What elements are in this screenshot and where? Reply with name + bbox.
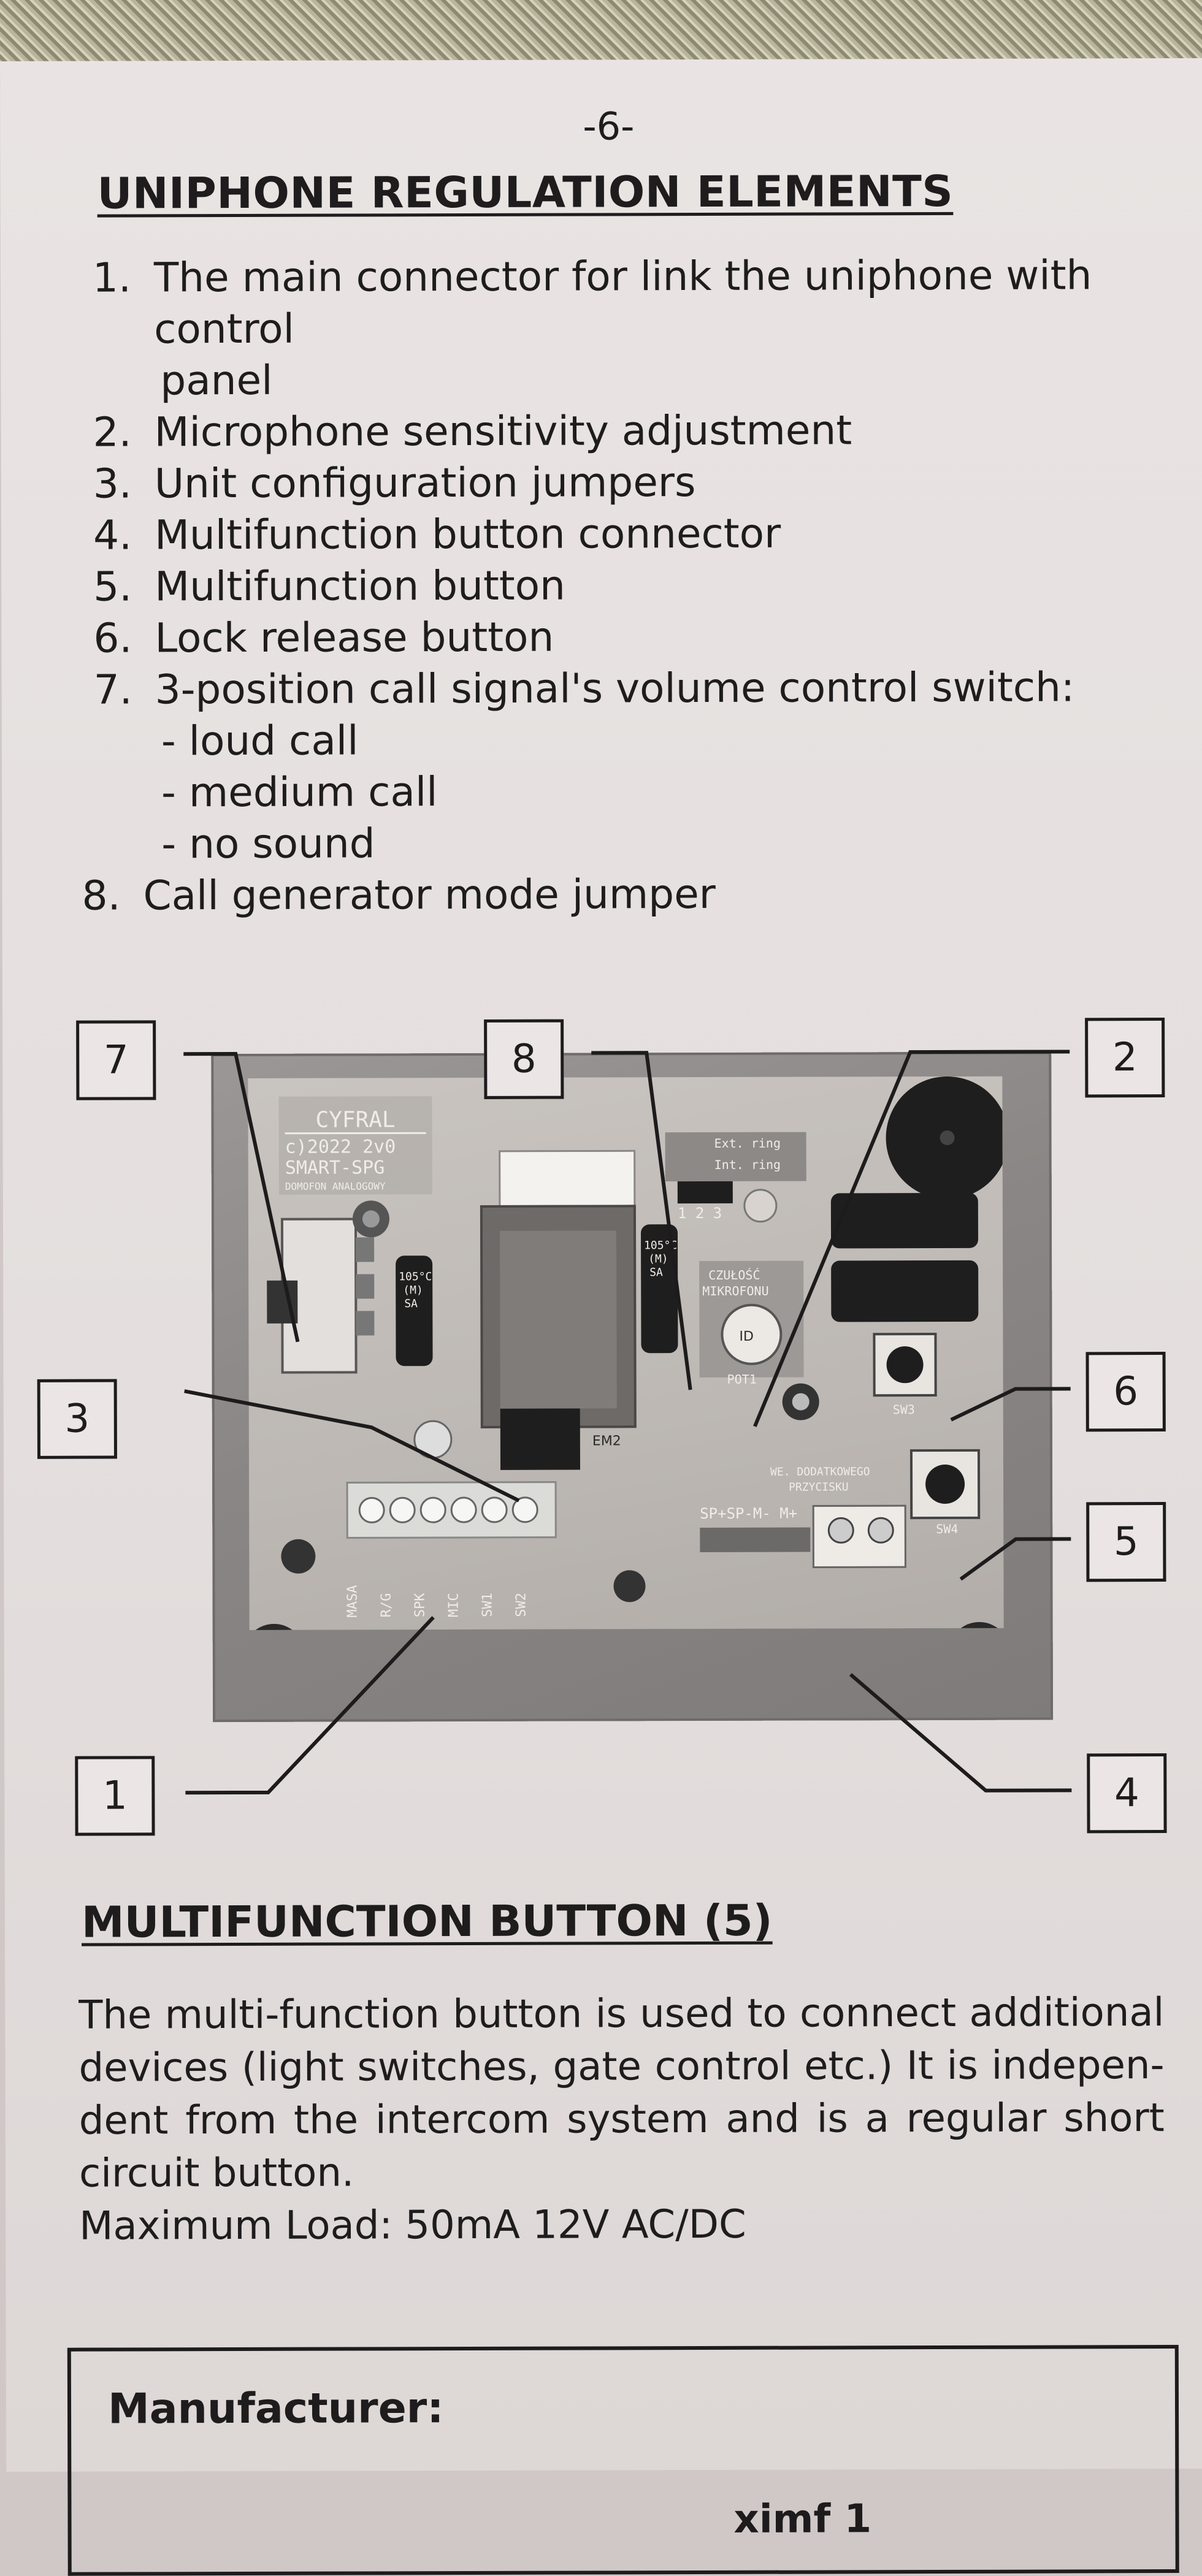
svg-text:1 2 3: 1 2 3: [678, 1205, 722, 1222]
svg-text:SPK: SPK: [413, 1593, 428, 1618]
list-item: 3. Unit configuration jumpers: [93, 459, 696, 508]
model-label: SMART-SPG: [285, 1157, 385, 1178]
list-item: 4. Multifunction button connector: [93, 509, 781, 559]
list-item: 6. Lock release button: [93, 613, 554, 662]
page-number: -6-: [583, 104, 635, 149]
svg-text:POT1: POT1: [727, 1372, 757, 1387]
year-label: c)2022 2v0: [285, 1136, 396, 1157]
section-title-regulation: UNIPHONE REGULATION ELEMENTS: [97, 166, 954, 219]
description-paragraph: The multi-function button is used to con…: [78, 1990, 1165, 2197]
svg-text:R/G: R/G: [379, 1593, 394, 1618]
list-item: 2. Microphone sensitivity adjustment: [93, 406, 852, 456]
regulation-list: 1. The main connector for link the uniph…: [82, 250, 1149, 921]
svg-text:SW3: SW3: [893, 1402, 915, 1417]
svg-text:MIC: MIC: [446, 1593, 462, 1617]
brand-label: CYFRAL: [315, 1107, 395, 1132]
svg-text:CZUŁOŚĆ: CZUŁOŚĆ: [708, 1268, 760, 1282]
svg-text:MIKROFONU: MIKROFONU: [702, 1284, 768, 1298]
section-title-multifunction: MULTIFUNCTION BUTTON (5): [81, 1895, 773, 1948]
svg-text:(M): (M): [648, 1252, 668, 1265]
callout-8: 8: [484, 1019, 564, 1099]
callout-6: 6: [1085, 1352, 1166, 1432]
svg-text:WE. DODATKOWEGO: WE. DODATKOWEGO: [770, 1465, 870, 1478]
svg-text:105°C: 105°C: [644, 1239, 677, 1252]
svg-text:PRZYCISKU: PRZYCISKU: [789, 1480, 849, 1493]
svg-text:SA: SA: [404, 1297, 418, 1310]
max-load: Maximum Load: 50mA 12V AC/DC: [79, 2201, 746, 2249]
manual-page: -6- UNIPHONE REGULATION ELEMENTS 1. The …: [0, 58, 1202, 2576]
callout-2: 2: [1085, 1018, 1165, 1098]
pcb-photo: CYFRAL c)2022 2v0 SMART-SPG DOMOFON ANAL…: [211, 1051, 1054, 1723]
svg-text:SP+SP-M- M+: SP+SP-M- M+: [700, 1505, 797, 1522]
svg-text:MASA: MASA: [345, 1585, 361, 1617]
callout-3: 3: [37, 1379, 117, 1459]
list-item: 5. Multifunction button: [93, 562, 565, 611]
sub-item-medium: - medium call: [161, 768, 438, 817]
callout-lines: [183, 1050, 1072, 1795]
svg-text:Int. ring: Int. ring: [714, 1157, 781, 1172]
svg-text:SA: SA: [649, 1266, 663, 1279]
sub-item-loud: - loud call: [161, 717, 359, 765]
pcb-figure: CYFRAL c)2022 2v0 SMART-SPG DOMOFON ANAL…: [27, 941, 1195, 1864]
sub-item-none: - no sound: [161, 820, 375, 868]
list-item: 1. The main connector for link the uniph…: [92, 251, 1092, 405]
callout-1: 1: [75, 1756, 155, 1836]
svg-text:Ext. ring: Ext. ring: [714, 1136, 781, 1151]
multifunction-description: The multi-function button is used to con…: [78, 1986, 1165, 2253]
list-item: 7. 3-position call signal's volume contr…: [93, 663, 1075, 714]
manufacturer-box: Manufacturer: ximf 1: [67, 2344, 1179, 2576]
svg-text:SW4: SW4: [936, 1522, 958, 1536]
svg-text:105°C: 105°C: [399, 1270, 432, 1283]
svg-text:SW2: SW2: [514, 1593, 529, 1617]
svg-text:(M): (M): [403, 1284, 423, 1297]
manufacturer-title: Manufacturer:: [107, 2384, 444, 2434]
list-item: 8. Call generator mode jumper: [82, 870, 716, 920]
sub-label: DOMOFON ANALOGOWY: [285, 1180, 386, 1192]
svg-text:EM2: EM2: [592, 1433, 621, 1449]
cut-off-text: ximf 1: [733, 2496, 872, 2542]
svg-text:SW1: SW1: [480, 1593, 496, 1617]
callout-4: 4: [1087, 1753, 1167, 1834]
callout-7: 7: [76, 1020, 156, 1100]
callout-5: 5: [1086, 1502, 1166, 1582]
svg-text:ID: ID: [739, 1329, 754, 1344]
